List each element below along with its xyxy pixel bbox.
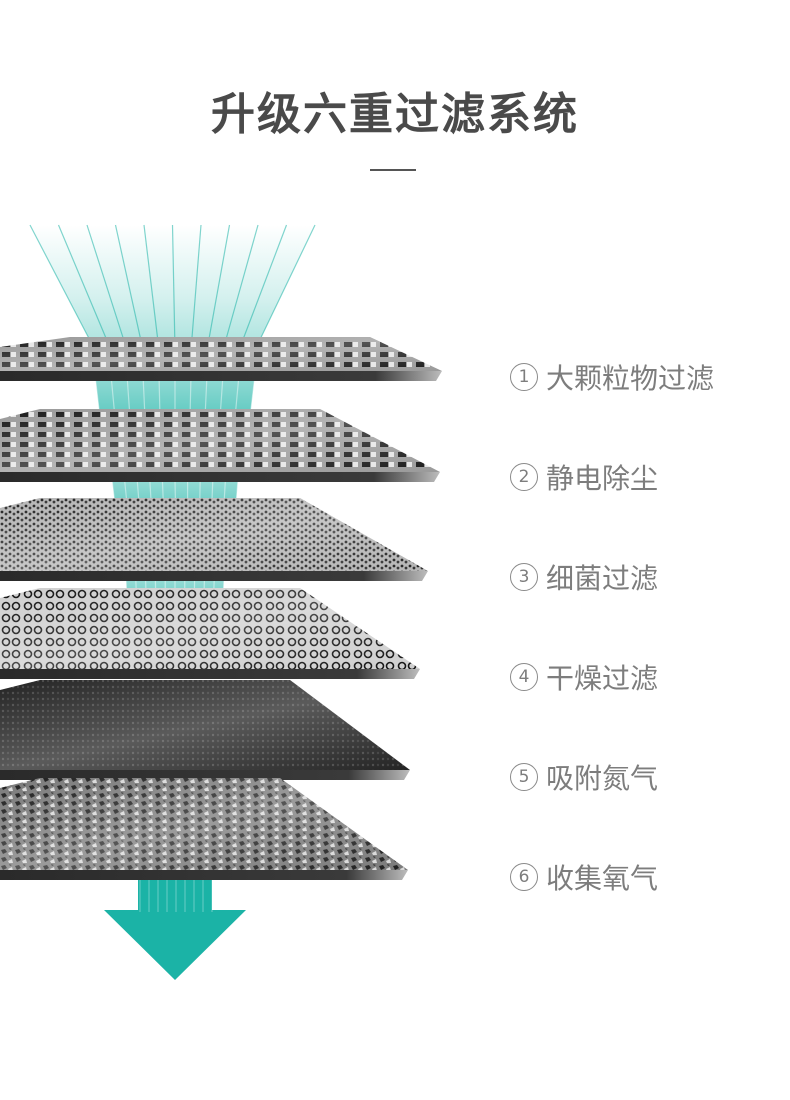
layer-label-2: 2 静电除尘 <box>510 457 658 497</box>
layer-label-text: 收集氧气 <box>546 862 659 895</box>
layer-label-3: 3 细菌过滤 <box>510 557 658 597</box>
filter-layer-2 <box>0 409 440 482</box>
layer-label-text: 大颗粒物过滤 <box>546 362 715 395</box>
filter-layer-3 <box>0 498 428 581</box>
filter-layer-5 <box>0 680 410 780</box>
layer-label-text: 细菌过滤 <box>546 562 659 595</box>
filter-layer-1 <box>0 337 442 381</box>
layer-label-6: 6 收集氧气 <box>510 857 658 897</box>
filter-layer-4 <box>0 588 420 679</box>
layer-label-text: 干燥过滤 <box>546 662 659 695</box>
layer-number-badge: 3 <box>510 563 538 591</box>
airflow-beam-1 <box>29 224 316 351</box>
down-arrow-icon <box>104 880 246 980</box>
layer-number-badge: 1 <box>510 363 538 391</box>
layer-label-5: 5 吸附氮气 <box>510 757 658 797</box>
filter-layer-6 <box>0 778 408 880</box>
layer-label-1: 1 大颗粒物过滤 <box>510 357 714 397</box>
layer-label-text: 静电除尘 <box>546 462 659 495</box>
layer-number-badge: 5 <box>510 763 538 791</box>
page-title: 升级六重过滤系统 <box>211 89 579 140</box>
layer-label-4: 4 干燥过滤 <box>510 657 658 697</box>
layer-label-text: 吸附氮气 <box>546 762 659 795</box>
title-divider <box>370 169 416 171</box>
layer-number-badge: 4 <box>510 663 538 691</box>
filter-layer-stack <box>0 337 442 880</box>
layer-number-badge: 6 <box>510 863 538 891</box>
layer-number-badge: 2 <box>510 463 538 491</box>
